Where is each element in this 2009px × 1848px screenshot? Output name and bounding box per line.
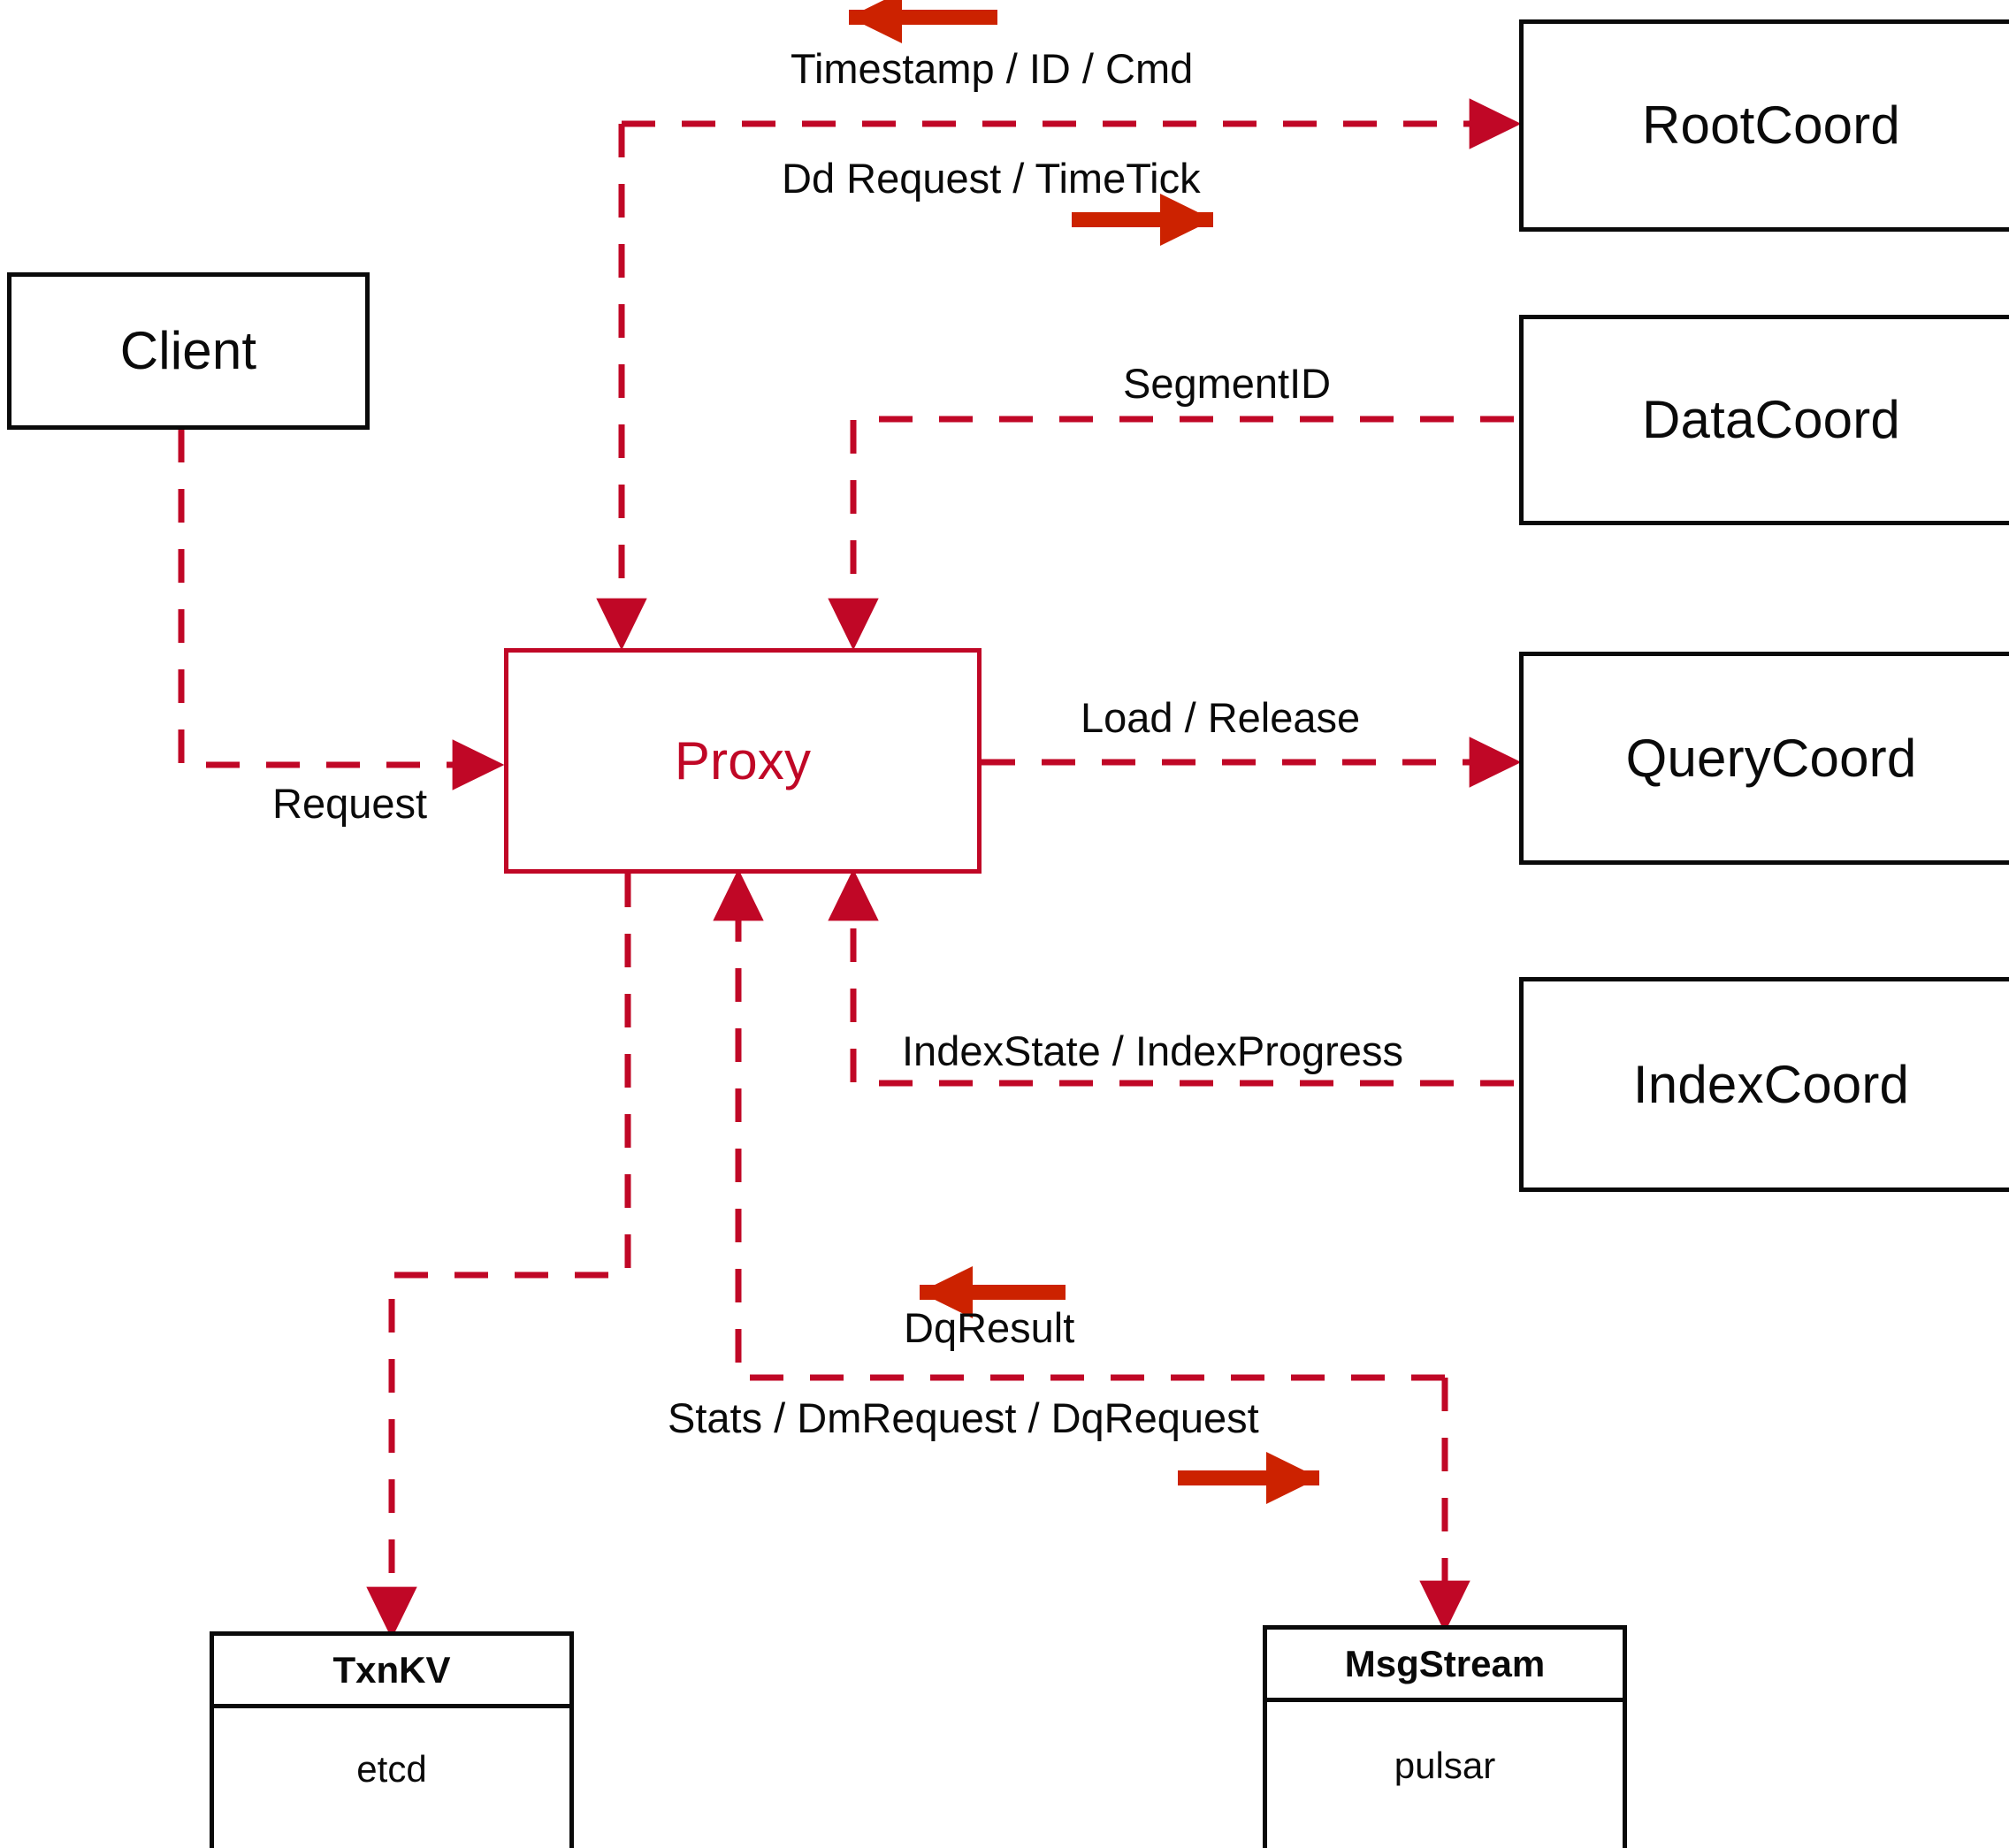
node-querycoord[interactable]: QueryCoord [1519,652,2009,865]
direction-arrow-dqresult-left [920,1266,1066,1318]
edge-label-load-release: Load / Release [1081,694,1361,741]
edge-proxy-to-txnkv [366,874,631,1639]
direction-arrow-stats-right [1178,1452,1319,1504]
edge-datacoord-to-proxy [828,416,1514,651]
edge-label-stats-dm-dq: Stats / DmRequest / DqRequest [668,1394,1259,1441]
node-proxy-label: Proxy [674,730,812,790]
node-indexcoord[interactable]: IndexCoord [1519,977,2009,1192]
edge-client-to-proxy [178,429,505,790]
edge-label-request: Request [272,780,428,827]
edge-label-dd-request-timetick: Dd Request / TimeTick [782,155,1201,202]
direction-arrow-ddrequest-right [1072,194,1213,246]
store-msgstream-body: pulsar [1394,1744,1496,1786]
node-datacoord-label: DataCoord [1642,390,1900,449]
store-msgstream-header: MsgStream [1267,1630,1623,1702]
node-rootcoord-label: RootCoord [1642,95,1900,155]
node-proxy[interactable]: Proxy [504,648,982,874]
store-msgstream[interactable]: MsgStream pulsar [1263,1625,1627,1848]
node-rootcoord[interactable]: RootCoord [1519,19,2009,232]
node-client[interactable]: Client [7,272,370,430]
edge-label-index-state-progress: IndexState / IndexProgress [902,1027,1403,1074]
edge-msgstream-to-proxy [713,868,1445,1381]
store-txnkv-header: TxnKV [214,1636,569,1708]
node-indexcoord-label: IndexCoord [1632,1054,1910,1114]
store-txnkv-body: etcd [356,1748,427,1790]
edge-label-timestamp-id-cmd: Timestamp / ID / Cmd [791,45,1194,92]
direction-arrow-group [849,0,1319,1504]
store-txnkv[interactable]: TxnKV etcd [210,1631,574,1848]
edge-label-dqresult: DqResult [904,1304,1075,1351]
node-client-label: Client [119,321,257,380]
node-datacoord[interactable]: DataCoord [1519,315,2009,525]
edge-label-segmentid: SegmentID [1123,360,1332,407]
node-querycoord-label: QueryCoord [1625,728,1917,788]
edge-indexcoord-to-proxy [828,868,1514,1087]
direction-arrow-timestamp-left [849,0,997,43]
